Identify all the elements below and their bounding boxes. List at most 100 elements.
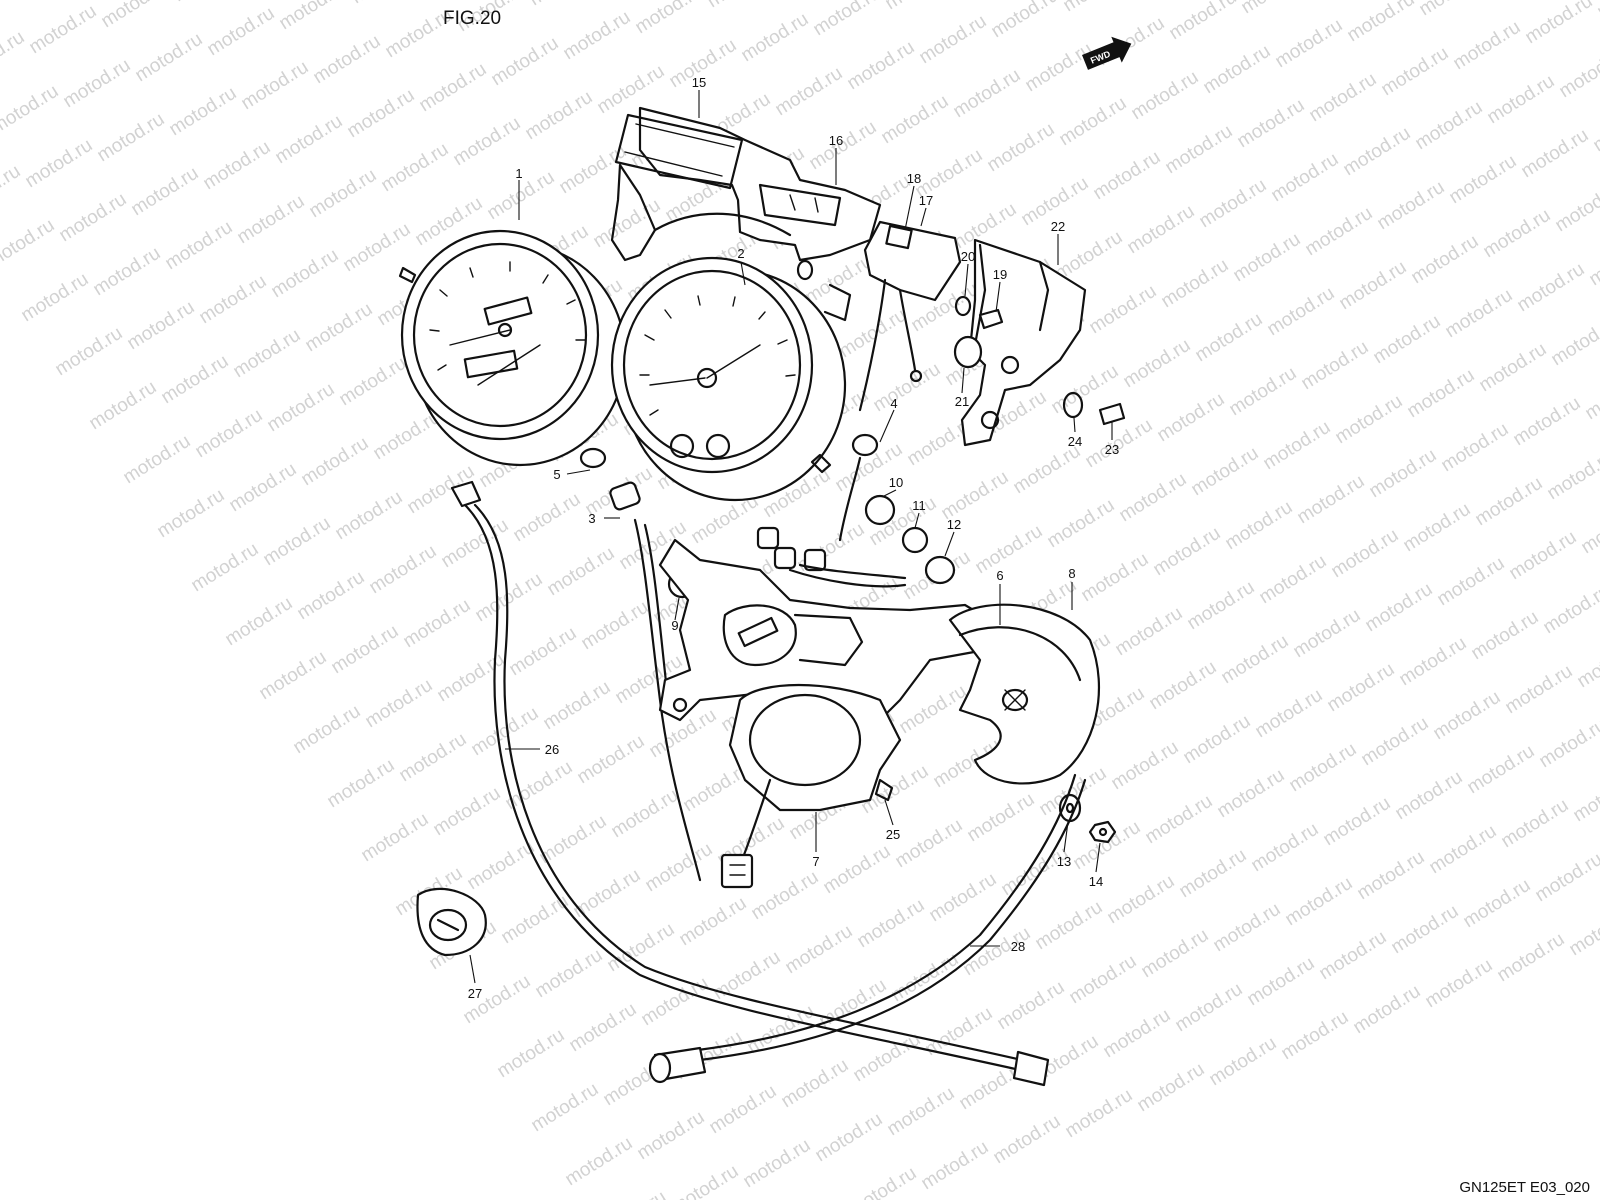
watermark-text: motod.ru (1252, 685, 1327, 743)
watermark-text: motod.ru (56, 189, 131, 247)
callout-2: 2 (737, 246, 744, 261)
watermark-text: motod.ru (1422, 955, 1497, 1013)
watermark-text: motod.ru (26, 1, 101, 59)
watermark-text: motod.ru (964, 789, 1039, 847)
callout-25: 25 (886, 827, 900, 842)
watermark-text: motod.ru (710, 947, 785, 1005)
watermark-text: motod.ru (1460, 875, 1535, 933)
watermark-text: motod.ru (226, 459, 301, 517)
watermark-text: motod.ru (594, 61, 669, 119)
watermark-text: motod.ru (642, 839, 717, 897)
watermark-text: motod.ru (1188, 443, 1263, 501)
watermark-text: motod.ru (1494, 929, 1569, 987)
watermark-text: motod.ru (120, 431, 195, 489)
watermark-text: motod.ru (438, 515, 513, 573)
watermark-text: motod.ru (1206, 1033, 1281, 1091)
watermark-text: motod.ru (328, 621, 403, 679)
callout-20: 20 (961, 249, 975, 264)
watermark-text: motod.ru (1400, 499, 1475, 557)
watermark-text: motod.ru (882, 0, 957, 14)
watermark-text: motod.ru (1184, 577, 1259, 635)
watermark-text: motod.ru (1158, 255, 1233, 313)
meter-lower-case-part (720, 683, 902, 889)
watermark-text: motod.ru (332, 487, 407, 545)
watermark-text: motod.ru (1514, 259, 1589, 317)
watermark-text: motod.ru (632, 0, 707, 38)
watermark-text: motod.ru (532, 945, 607, 1003)
watermark-text: motod.ru (358, 809, 433, 867)
watermark-text: motod.ru (1278, 1007, 1353, 1065)
watermark-text: motod.ru (1442, 285, 1517, 343)
watermark-text: motod.ru (366, 541, 441, 599)
callout-21: 21 (955, 394, 969, 409)
watermark-text: motod.ru (1378, 43, 1453, 101)
watermark-text: motod.ru (878, 91, 953, 149)
watermark-text: motod.ru (132, 29, 207, 87)
meter-housing-part (610, 106, 882, 322)
watermark-text: motod.ru (450, 113, 525, 171)
watermark-text: motod.ru (1176, 845, 1251, 903)
watermark-text: motod.ru (1172, 979, 1247, 1037)
right-cover-bracket-part (953, 238, 1126, 447)
watermark-text: motod.ru (1256, 551, 1331, 609)
watermark-text: motod.ru (222, 593, 297, 651)
watermark-text: motod.ru (336, 353, 411, 411)
watermark-text: motod.ru (1574, 635, 1600, 693)
watermark-text: motod.ru (1590, 99, 1600, 157)
watermark-text: motod.ru (926, 869, 1001, 927)
watermark-text: motod.ru (1522, 0, 1597, 48)
watermark-text: motod.ru (400, 595, 475, 653)
watermark-text: motod.ru (1328, 525, 1403, 583)
watermark-text: motod.ru (1446, 151, 1521, 209)
callout-27: 27 (468, 986, 482, 1001)
watermark-text: motod.ru (1586, 233, 1600, 291)
callout-23: 23 (1105, 442, 1119, 457)
watermark-text: motod.ru (1532, 849, 1600, 907)
watermark-text: motod.ru (1112, 603, 1187, 661)
watermark-text: motod.ru (1404, 365, 1479, 423)
watermark-text: motod.ru (0, 81, 62, 139)
watermark-text: motod.ru (1090, 147, 1165, 205)
watermark-text: motod.ru (1138, 925, 1213, 983)
figure-title: FIG.20 (443, 8, 501, 29)
watermark-text: motod.ru (378, 139, 453, 197)
watermark-text: motod.ru (998, 843, 1073, 901)
watermark-text: motod.ru (1146, 657, 1221, 715)
watermark-text: motod.ru (170, 0, 245, 6)
tachometer-cable-part (648, 773, 1087, 1084)
watermark-text: motod.ru (396, 729, 471, 787)
watermark-text: motod.ru (1286, 739, 1361, 797)
watermark-text: motod.ru (1412, 97, 1487, 155)
watermark-text: motod.ru (1540, 581, 1600, 639)
callout-3: 3 (588, 511, 595, 526)
watermark-text: motod.ru (1150, 523, 1225, 581)
watermark-text: motod.ru (238, 57, 313, 115)
watermark-text: motod.ru (302, 299, 377, 357)
watermark-text: motod.ru (344, 85, 419, 143)
watermark-text: motod.ru (522, 87, 597, 145)
watermark-text: motod.ru (1370, 311, 1445, 369)
watermark-text: motod.ru (306, 165, 381, 223)
watermark-text: motod.ru (1062, 1085, 1137, 1143)
watermark-text: motod.ru (1100, 1005, 1175, 1063)
callout-14: 14 (1089, 874, 1103, 889)
watermark-text: motod.ru (812, 1109, 887, 1167)
callout-12: 12 (947, 517, 961, 532)
watermark-text: motod.ru (52, 323, 127, 381)
watermark-text: motod.ru (1548, 313, 1600, 371)
watermark-text: motod.ru (1196, 175, 1271, 233)
callout-28: 28 (1011, 939, 1025, 954)
watermark-text: motod.ru (98, 0, 173, 32)
watermark-text: motod.ru (464, 837, 539, 895)
watermark-text: motod.ru (1180, 711, 1255, 769)
watermark-text: motod.ru (810, 0, 885, 40)
watermark-text: motod.ru (124, 297, 199, 355)
watermark-text: motod.ru (544, 543, 619, 601)
watermark-text: motod.ru (1430, 687, 1505, 745)
watermark-text: motod.ru (1214, 765, 1289, 823)
watermark-text: motod.ru (298, 433, 373, 491)
watermark-text: motod.ru (562, 1133, 637, 1191)
watermark-text: motod.ru (1498, 795, 1573, 853)
